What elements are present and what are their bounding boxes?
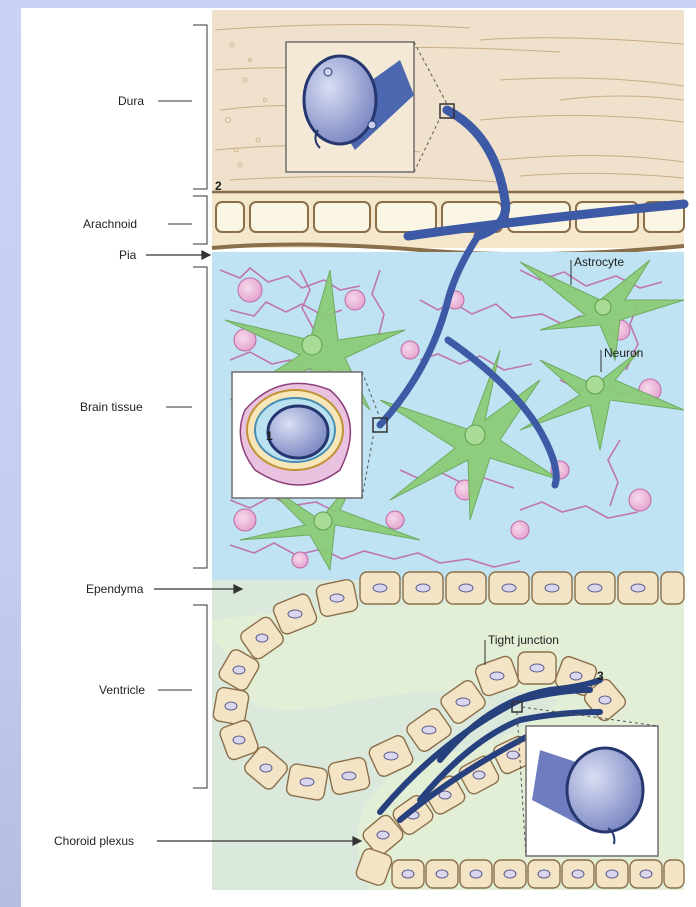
label-tight-junction: Tight junction bbox=[488, 633, 559, 647]
marker-3: 3 bbox=[597, 669, 604, 683]
layer-brackets bbox=[158, 25, 207, 788]
arachnoid-layer bbox=[212, 194, 684, 254]
label-dura: Dura bbox=[118, 94, 144, 108]
label-astrocyte: Astrocyte bbox=[574, 255, 624, 269]
marker-1: 1 bbox=[266, 429, 273, 443]
dura-layer bbox=[212, 10, 684, 195]
label-pia: Pia bbox=[119, 248, 137, 262]
label-ventricle: Ventricle bbox=[99, 683, 145, 697]
label-neuron: Neuron bbox=[604, 346, 643, 360]
label-brain-tissue: Brain tissue bbox=[80, 400, 143, 414]
label-choroid-plexus: Choroid plexus bbox=[54, 834, 134, 848]
label-arachnoid: Arachnoid bbox=[83, 217, 137, 231]
label-ependyma: Ependyma bbox=[86, 582, 144, 596]
marker-2: 2 bbox=[215, 179, 222, 193]
